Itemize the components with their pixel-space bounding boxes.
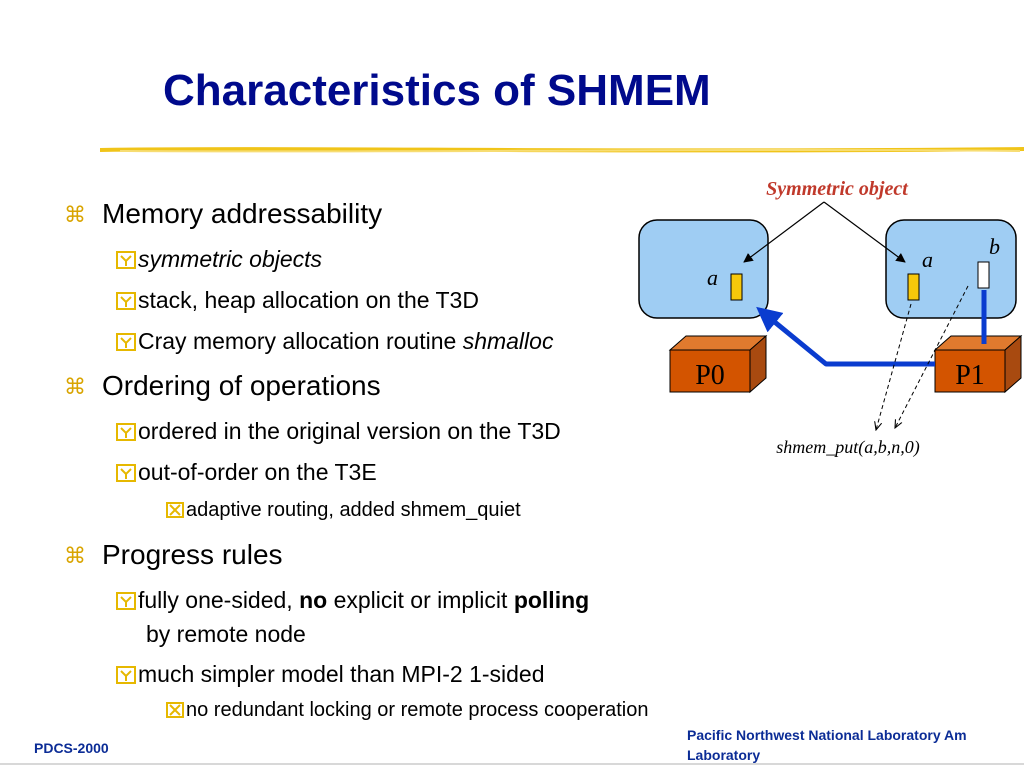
title-underline [100,147,1024,153]
memory-box-p0 [638,219,769,319]
processor-p1: P1 [933,334,1023,394]
p0-label: P0 [695,360,725,391]
bullet-text-part: fully one-sided, [138,587,300,613]
bullet-text: out-of-order on the T3E [138,459,377,485]
symmetric-arrow-right [823,201,906,263]
y-box-icon [116,592,136,610]
symmetric-arrow-left [743,201,825,263]
bullet-ordering: ⌘ Ordering of operations [64,370,381,402]
object-a-p1 [907,273,920,301]
bullet-simpler-model: much simpler model than MPI-2 1-sided [116,661,545,688]
var-b-label: b [989,234,1000,259]
object-a-p0 [730,273,743,301]
bullet-text: Memory addressability [102,198,383,229]
y-box-icon [116,666,136,684]
bullet-memory-addressability: ⌘ Memory addressability [64,198,382,230]
symmetric-object-label: Symmetric object [766,178,909,200]
object-b-p1 [977,261,990,289]
y-box-icon [116,333,136,351]
bullet-text: no redundant locking or remote process c… [186,699,649,721]
bullet-text-italic: shmalloc [462,328,554,354]
processor-p0: P0 [668,334,768,394]
y-box-icon [116,423,136,441]
x-box-icon [166,502,184,518]
bullet-progress-rules: ⌘ Progress rules [64,539,283,571]
bullet-one-sided-continuation: by remote node [146,621,306,647]
shmem-put-call-label: shmem_put(a,b,n,0) [776,437,919,458]
dashed-arrow-a [876,303,912,430]
slide-title: Characteristics of SHMEM [163,66,711,115]
bullet-out-of-order: out-of-order on the T3E [116,459,377,486]
footer-right-line1: Pacific Northwest National Laboratory Am [687,727,967,743]
bullet-text: Cray memory allocation routine [138,328,463,354]
var-a-right-label: a [922,247,933,272]
p1-label: P1 [955,360,985,391]
bullet-adaptive-routing: adaptive routing, added shmem_quiet [166,499,521,522]
bullet-text-bold-no: no [299,587,328,613]
footer-right: Pacific Northwest National Laboratory Am… [687,725,967,765]
bullet-text: adaptive routing, added shmem_quiet [186,499,521,521]
bullet-text: stack, heap allocation on the T3D [138,287,479,313]
bullet-text-part: explicit or implicit [327,587,514,613]
bullet-stack-heap: stack, heap allocation on the T3D [116,287,479,314]
y-box-icon [116,464,136,482]
x-box-icon [166,702,184,718]
bullet-ordered-t3d: ordered in the original version on the T… [116,418,561,445]
var-a-left-label: a [707,265,718,290]
bullet-no-redundant-locking: no redundant locking or remote process c… [166,699,649,722]
bullet-text-bold-polling: polling [513,587,590,613]
footer-left: PDCS-2000 [34,740,109,756]
y-box-icon [116,292,136,310]
z-icon: ⌘ [64,203,86,229]
bullet-cray-shmalloc: Cray memory allocation routine shmalloc [116,328,553,355]
bullet-text: Ordering of operations [102,370,381,401]
z-icon: ⌘ [64,375,86,401]
dashed-arrow-b [895,285,969,428]
footer-divider [0,763,1024,765]
bullet-text: much simpler model than MPI-2 1-sided [138,661,545,687]
bullet-one-sided: fully one-sided, no explicit or implicit… [116,587,589,614]
put-data-arrow [756,306,935,367]
z-icon: ⌘ [64,544,86,570]
bullet-text: ordered in the original version on the T… [138,418,561,444]
footer-right-line2: Laboratory [687,747,761,763]
y-box-icon [116,251,136,269]
bullet-text: symmetric objects [138,246,323,272]
bullet-text: Progress rules [102,539,283,570]
bullet-symmetric-objects: symmetric objects [116,246,322,273]
